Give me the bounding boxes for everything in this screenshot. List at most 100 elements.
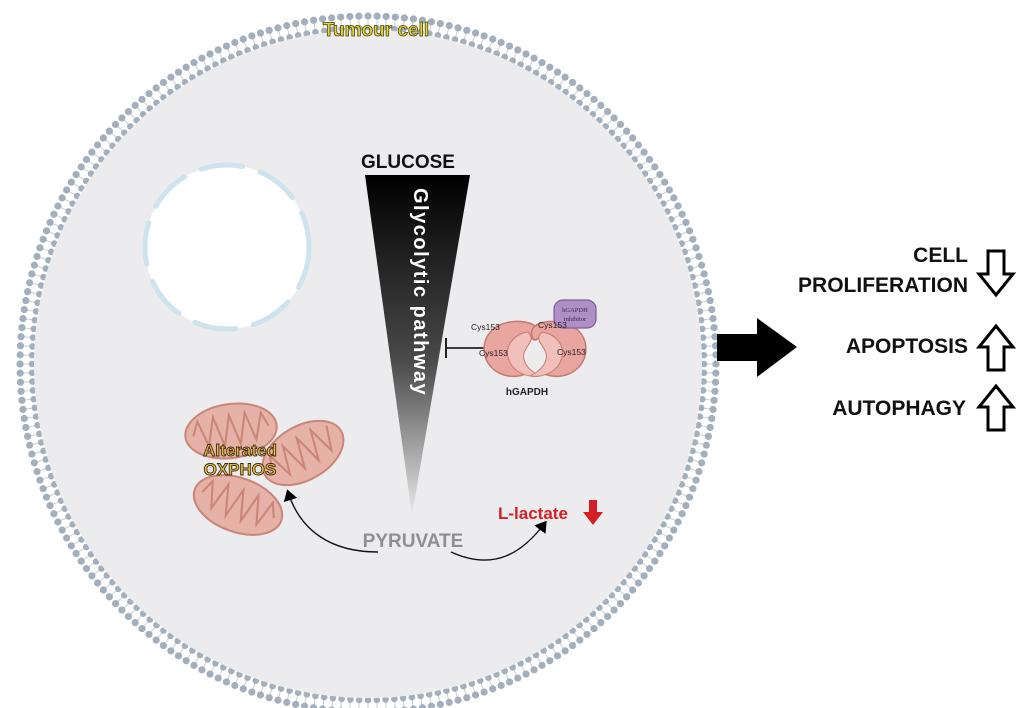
membrane-lipid-head-outer [105,593,113,601]
membrane-lipid-head-outer [603,612,612,621]
membrane-lipid-tail [695,451,702,454]
membrane-lipid-head-inner [31,404,39,412]
membrane-lipid-head-inner [36,430,43,438]
membrane-lipid-tail [105,583,111,589]
membrane-lipid-tail [647,168,653,173]
membrane-lipid-head-outer [538,661,546,669]
membrane-lipid-tail [313,23,316,30]
membrane-lipid-head-outer [111,599,120,608]
membrane-lipid-head-inner [700,378,707,385]
membrane-lipid-head-outer [63,186,71,194]
membrane-lipid-tail [641,562,648,568]
membrane-lipid-head-outer [28,270,36,278]
membrane-lipid-head-inner [329,26,337,34]
membrane-lipid-head-outer [678,510,686,518]
membrane-lipid-head-outer [576,84,584,92]
membrane-lipid-head-outer [198,54,206,62]
membrane-lipid-head-outer [46,501,54,510]
membrane-lipid-tail [692,459,699,463]
membrane-lipid-head-outer [174,652,183,660]
membrane-lipid-head-outer [292,700,300,708]
membrane-lipid-head-outer [645,155,654,164]
membrane-lipid-tail [613,126,619,132]
membrane-lipid-tail [559,79,564,85]
membrane-lipid-head-inner [693,290,700,298]
hgapdh-inhibitor: hGAPDH inhibitor [553,299,597,329]
membrane-lipid-head-outer [497,681,505,690]
membrane-lipid-tail [573,632,579,639]
membrane-lipid-head-outer [318,15,327,23]
membrane-lipid-tail [45,485,52,489]
membrane-lipid-head-outer [265,694,273,702]
membrane-lipid-head-outer [274,696,282,704]
membrane-lipid-tail [164,637,170,644]
cell-title: Tumour cell [323,20,429,41]
membrane-lipid-tail [73,183,80,188]
membrane-lipid-tail [641,160,648,166]
membrane-lipid-head-inner [347,696,354,703]
membrane-lipid-tail [99,576,105,582]
membrane-lipid-tail [322,21,325,28]
membrane-lipid-head-outer [674,518,682,526]
membrane-lipid-tail [136,615,142,621]
membrane-lipid-tail [677,501,684,505]
membrane-lipid-head-outer [152,636,160,644]
membrane-lipid-head-outer [706,296,714,305]
membrane-lipid-head-outer [319,705,327,708]
membrane-lipid-head-outer [704,432,712,440]
membrane-lipid-head-inner [696,413,704,420]
membrane-lipid-head-outer [692,476,700,484]
membrane-lipid-head-outer [427,18,436,26]
membrane-lipid-head-outer [463,694,471,702]
membrane-lipid-head-outer [346,12,354,21]
membrane-lipid-head-outer [708,414,716,423]
membrane-lipid-head-outer [182,657,190,665]
membrane-lipid-head-outer [670,194,678,202]
membrane-lipid-head-outer [159,78,168,87]
membrane-lipid-tail [235,45,239,51]
membrane-lipid-head-outer [111,120,120,129]
membrane-lipid-head-outer [706,423,714,432]
membrane-lipid-head-inner [286,687,293,695]
membrane-lipid-head-outer [19,314,27,323]
membrane-lipid-head-outer [300,18,309,26]
membrane-lipid-head-outer [24,432,32,440]
membrane-lipid-head-outer [418,704,427,708]
membrane-lipid-tail [179,74,184,80]
membrane-lipid-tail [573,89,579,96]
membrane-lipid-head-outer [640,572,648,580]
membrane-lipid-head-outer [711,333,719,341]
proliferation-down-arrow-icon [975,249,1017,298]
membrane-lipid-tail [34,274,41,277]
membrane-lipid-tail [472,686,476,693]
membrane-lipid-head-outer [33,467,41,476]
membrane-lipid-tail [111,132,117,138]
membrane-lipid-head-outer [77,557,85,565]
membrane-lipid-tail [411,21,414,28]
membrane-lipid-head-outer [72,549,80,558]
membrane-lipid-tail [164,84,170,91]
membrane-lipid-tail [497,677,501,683]
oxphos-label-line1: Alterated [203,441,277,460]
membrane-lipid-head-outer [645,564,654,573]
membrane-lipid-tail [681,231,687,235]
membrane-lipid-head-outer [590,625,598,633]
membrane-lipid-tail [42,476,49,480]
membrane-lipid-tail [529,661,534,668]
membrane-lipid-head-outer [17,387,25,395]
inhibitor-label-line1: hGAPDH [562,307,588,314]
membrane-lipid-tail [552,74,557,80]
membrane-lipid-head-outer [105,127,113,135]
membrane-lipid-head-outer [26,441,34,449]
membrane-lipid-head-outer [93,579,102,587]
membrane-lipid-tail [286,28,290,35]
membrane-lipid-head-outer [231,681,239,690]
cys153-site-top-right: Cys153 [538,320,567,330]
membrane-lipid-head-outer [678,210,686,218]
membrane-lipid-tail [123,603,129,609]
membrane-lipid-head-inner [700,360,708,368]
membrane-lipid-tail [56,215,63,219]
membrane-lipid-tail [521,56,526,63]
membrane-lipid-tail [566,84,572,91]
membrane-lipid-head-outer [174,68,183,76]
